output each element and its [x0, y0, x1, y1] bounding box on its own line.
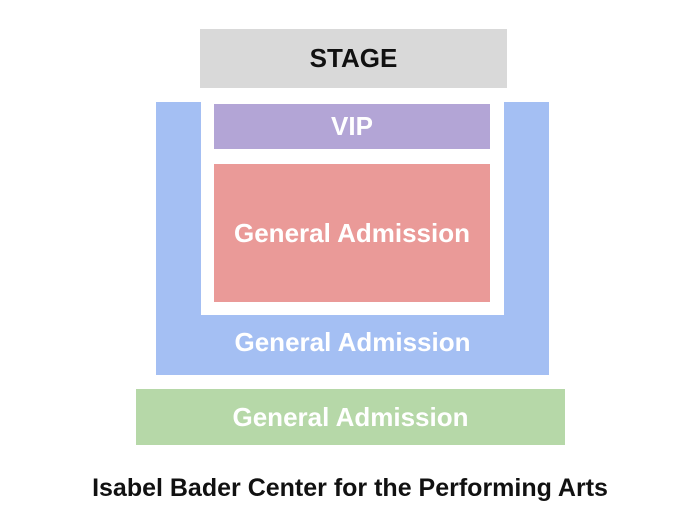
venue-name: Isabel Bader Center for the Performing A… [92, 474, 608, 502]
inner-general-admission-section[interactable]: General Admission [214, 164, 490, 302]
stage-area: STAGE [200, 29, 507, 88]
rear-general-admission-section[interactable]: General Admission [136, 389, 565, 445]
rear-general-admission-label: General Admission [232, 401, 469, 432]
vip-label: VIP [331, 111, 373, 141]
vip-section[interactable]: VIP [214, 104, 490, 149]
stage-label: STAGE [309, 43, 398, 73]
outer-general-admission-label: General Admission [234, 327, 471, 357]
inner-general-admission-label: General Admission [234, 217, 470, 248]
